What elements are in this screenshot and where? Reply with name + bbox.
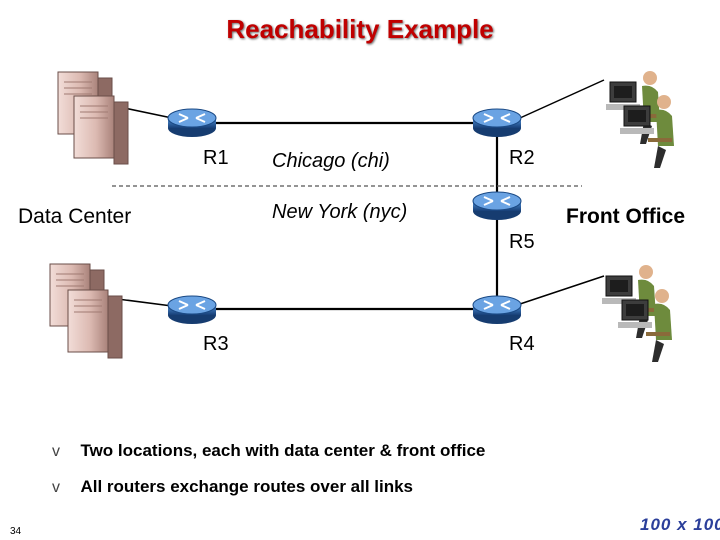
bullet-marker: v	[52, 443, 60, 460]
router-icon-r1	[167, 108, 217, 138]
workstation-icon	[617, 288, 673, 363]
list-item: v Two locations, each with data center &…	[52, 441, 485, 477]
router-label-r4: R4	[509, 333, 535, 355]
data-center-label: Data Center	[18, 205, 132, 228]
link-r4-fo	[519, 275, 605, 305]
workstation-icon	[619, 94, 675, 169]
city-label-chicago: Chicago (chi)	[272, 150, 390, 172]
bullet-list: v Two locations, each with data center &…	[52, 441, 485, 513]
router-icon-r5	[472, 191, 522, 221]
link-r2-fo	[519, 79, 605, 119]
router-label-r2: R2	[509, 147, 535, 169]
router-icon-r3	[167, 295, 217, 325]
bullet-text: Two locations, each with data center & f…	[80, 441, 486, 460]
page-number: 34	[10, 526, 22, 537]
bullet-text: All routers exchange routes over all lin…	[80, 477, 414, 496]
server-icon	[67, 289, 123, 359]
server-icon	[73, 95, 129, 165]
router-icon-r4	[472, 295, 522, 325]
router-label-r5: R5	[509, 231, 535, 253]
slide-title: Reachability Example	[226, 14, 494, 44]
router-label-r1: R1	[203, 147, 229, 169]
bullet-marker: v	[52, 479, 60, 496]
front-office-label: Front Office	[566, 205, 685, 228]
router-icon-r2	[472, 108, 522, 138]
city-label-new-york: New York (nyc)	[272, 201, 408, 223]
list-item: v All routers exchange routes over all l…	[52, 477, 485, 513]
logo: 100 x 100	[640, 515, 720, 534]
router-label-r3: R3	[203, 333, 229, 355]
